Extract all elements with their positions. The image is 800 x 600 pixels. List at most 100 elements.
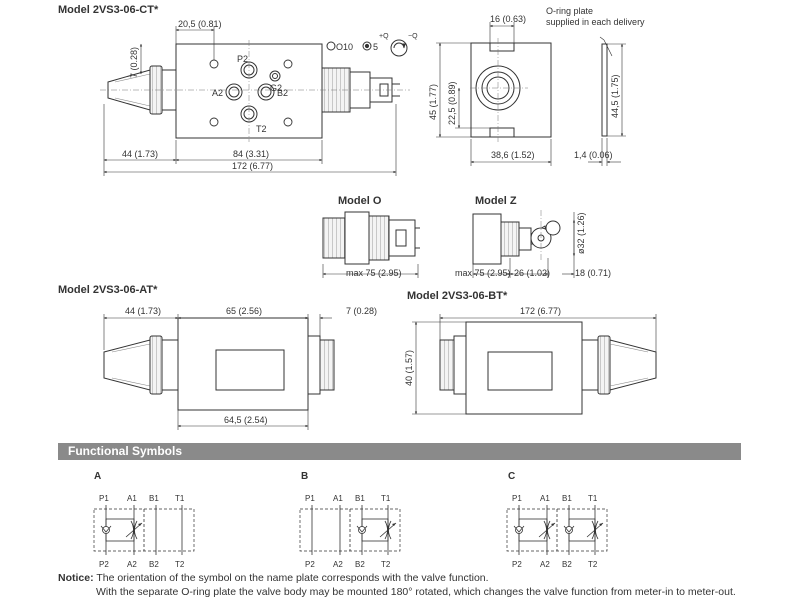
oring-note-line1: O-ring plate: [546, 6, 593, 16]
notice-prefix: Notice:: [58, 572, 94, 584]
ct-valve-body: [175, 43, 323, 139]
oring-plate: [599, 36, 613, 137]
ct-top-view: [100, 39, 410, 142]
dim-side-16: 16 (0.63): [490, 14, 526, 24]
port-a2-label: A2: [212, 88, 223, 98]
symbol-port-top-label: B1: [562, 494, 572, 503]
symbol-port-bottom-label: A2: [540, 560, 550, 569]
symbol-port-top-label: A1: [540, 494, 550, 503]
title-model-z: Model Z: [475, 195, 517, 207]
notice-line2: With the separate O-ring plate the valve…: [96, 586, 736, 598]
symbol-port-top-label: A1: [127, 494, 137, 503]
dim-side-38-6: 38,6 (1.52): [491, 150, 535, 160]
bt-dimension-lines: [412, 314, 657, 415]
dim-plate-1-4: 1,4 (0.06): [574, 150, 613, 160]
ct-mounting-holes: [209, 59, 293, 127]
port-p2-label: P2: [237, 54, 248, 64]
symbol-port-bottom-label: A2: [333, 560, 343, 569]
ct-left-knob: [107, 65, 177, 115]
port-g2-label: G2: [270, 83, 282, 93]
throttle-check-icon: [105, 518, 135, 542]
hex-size-label: 5: [373, 42, 378, 52]
dim-bt-40: 40 (1.57): [404, 350, 414, 386]
model-at-view: [103, 317, 335, 411]
dim-at-65: 65 (2.56): [226, 306, 262, 316]
o10-symbol-icon: [326, 41, 336, 51]
model-o-dimension: [322, 264, 419, 278]
notice-text1: The orientation of the symbol on the nam…: [96, 572, 489, 584]
functional-symbols-bar: Functional Symbols: [58, 443, 741, 460]
dim-model-z-32: ø32 (1.26): [576, 212, 586, 254]
port-t2-label: T2: [256, 124, 267, 134]
functional-symbols-heading: Functional Symbols: [68, 444, 183, 458]
symbol-b-label: B: [301, 471, 309, 482]
dim-at-64-5: 64,5 (2.54): [224, 415, 268, 425]
symbol-port-bottom-label: B2: [149, 560, 159, 569]
title-model-o: Model O: [338, 195, 382, 207]
dim-at-7: 7 (0.28): [346, 306, 377, 316]
dim-side-45: 45 (1.77): [428, 84, 438, 120]
title-model-bt: Model 2VS3-06-BT*: [407, 290, 508, 302]
title-model-ct: Model 2VS3-06-CT*: [58, 4, 159, 16]
symbol-port-top-label: A1: [333, 494, 343, 503]
dim-model-o-max75: max 75 (2.95): [346, 268, 402, 278]
symbol-port-bottom-label: T2: [175, 560, 185, 569]
plus-q-label: +Q: [379, 33, 389, 40]
notice-line1: Notice: The orientation of the symbol on…: [58, 571, 758, 585]
oring-note-line2: supplied in each delivery: [546, 17, 645, 27]
minus-q-label: −Q: [408, 33, 418, 40]
oring-note: O-ring plate supplied in each delivery: [546, 6, 645, 27]
at-dimension-lines: [103, 314, 332, 430]
notice-block: Notice: The orientation of the symbol on…: [58, 571, 758, 599]
dim-model-z-18: 18 (0.71): [575, 268, 611, 278]
hex-socket-icon: [362, 41, 372, 51]
symbol-port-top-label: T1: [588, 494, 598, 503]
ct-port-labels: P2 G2 A2 B2 T2: [212, 54, 288, 134]
port-b2-label: B2: [277, 88, 288, 98]
rotate-direction-icon: [390, 39, 408, 57]
model-z-dimensions: [472, 212, 576, 278]
dim-ct-44: 44 (1.73): [122, 149, 158, 159]
symbol-c-label: C: [508, 471, 516, 482]
plate-dimension-lines: [588, 43, 626, 166]
dim-plate-44-5: 44,5 (1.75): [610, 74, 620, 118]
model-z-view: [472, 210, 561, 265]
dim-ct-172: 172 (6.77): [232, 161, 273, 171]
symbol-port-bottom-label: T2: [381, 560, 391, 569]
dim-ct-20-5: 20,5 (0.81): [178, 19, 222, 29]
model-o-view: [322, 211, 420, 265]
dimension-texts: 20,5 (0.81) 7 (0.28) 44 (1.73) 84 (3.31)…: [122, 14, 620, 425]
throttle-check-icon: [568, 518, 596, 542]
model-bt-view: [439, 321, 657, 415]
dim-ct-84: 84 (3.31): [233, 149, 269, 159]
symbol-port-bottom-label: P2: [99, 560, 109, 569]
title-model-at: Model 2VS3-06-AT*: [58, 284, 158, 296]
symbol-port-bottom-label: B2: [562, 560, 572, 569]
symbol-a-label: A: [94, 471, 102, 482]
symbol-port-bottom-label: A2: [127, 560, 137, 569]
ct-dimension-lines: [103, 26, 397, 176]
symbol-port-bottom-label: P2: [512, 560, 522, 569]
dim-bt-172: 172 (6.77): [520, 306, 561, 316]
symbol-port-top-label: P1: [512, 494, 522, 503]
dim-model-z-26: 26 (1.02): [514, 268, 550, 278]
dim-model-z-max75: max 75 (2.95): [455, 268, 511, 278]
symbol-port-bottom-label: T2: [588, 560, 598, 569]
symbol-port-top-label: T1: [381, 494, 391, 503]
symbol-port-top-label: T1: [175, 494, 185, 503]
symbol-port-bottom-label: B2: [355, 560, 365, 569]
dim-at-44: 44 (1.73): [125, 306, 161, 316]
side-dimension-lines: [436, 22, 552, 166]
symbol-port-bottom-label: P2: [305, 560, 315, 569]
symbol-port-top-label: B1: [149, 494, 159, 503]
adjust-labels: O10 5 +Q −Q: [336, 33, 418, 52]
symbol-port-top-label: P1: [305, 494, 315, 503]
dim-side-22-5: 22,5 (0.89): [447, 81, 457, 125]
o10-label: O10: [336, 42, 353, 52]
throttle-check-icon: [518, 518, 548, 542]
side-view: [470, 38, 552, 142]
